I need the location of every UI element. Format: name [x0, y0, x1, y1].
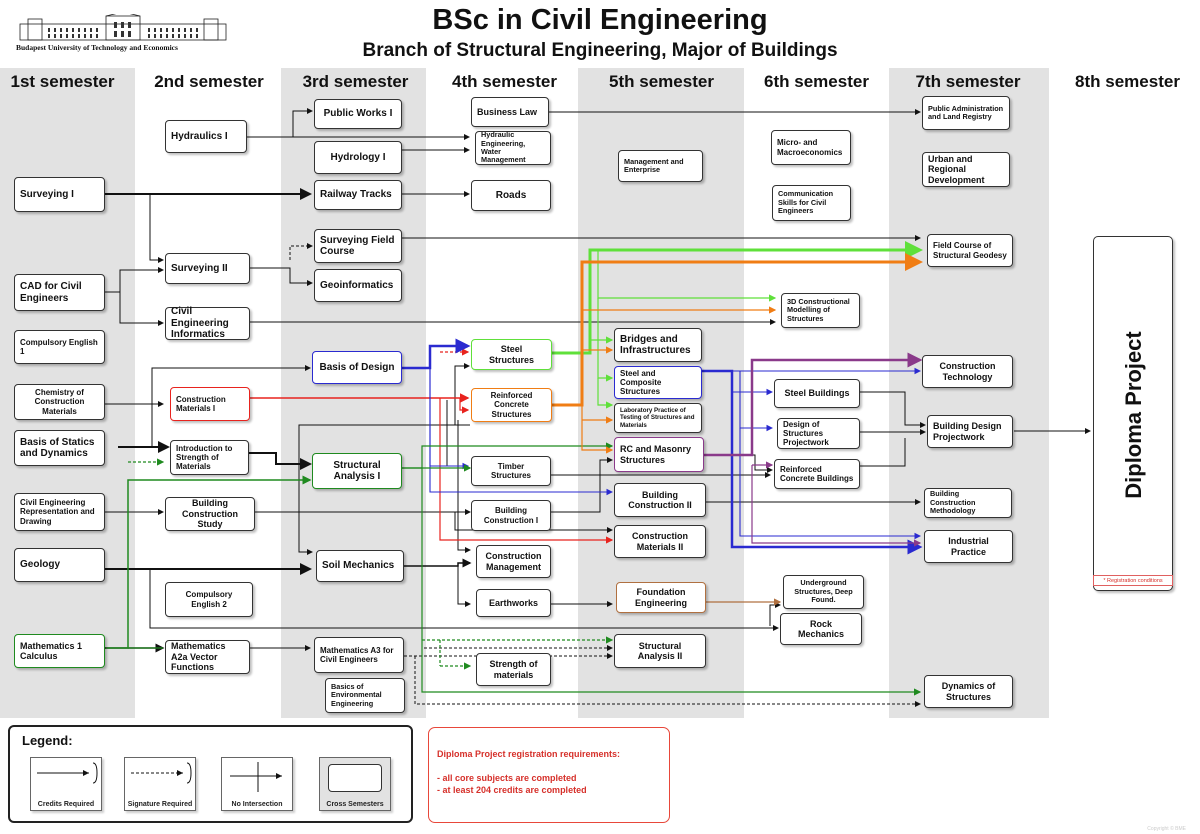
course-lab-practice[interactable]: Laboratory Practice of Testing of Struct… [614, 403, 702, 433]
course-building-construction-2[interactable]: Building Construction II [614, 483, 706, 517]
course-environmental[interactable]: Basics of Environmental Engineering [325, 678, 405, 713]
course-underground[interactable]: Underground Structures, Deep Found. [783, 575, 864, 609]
course-rc-masonry[interactable]: RC and Masonry Structures [614, 437, 704, 472]
diploma-project-label: Diploma Project [1121, 331, 1146, 499]
course-communication[interactable]: Communication Skills for Civil Engineers [772, 185, 851, 221]
semester-heading-8: 8th semester [1075, 72, 1180, 91]
semester-heading-3: 3rd semester [302, 72, 409, 91]
course-business-law[interactable]: Business Law [471, 97, 549, 127]
course-steel-composite[interactable]: Steel and Composite Structures [614, 366, 702, 399]
registration-conditions-note[interactable]: * Registration conditions [1093, 575, 1173, 586]
course-hydraulics[interactable]: Hydraulics I [165, 120, 247, 153]
page-title: BSc in Civil Engineering [432, 4, 768, 36]
requirements-title: Diploma Project registration requirement… [437, 749, 621, 759]
course-math-a3[interactable]: Mathematics A3 for Civil Engineers [314, 637, 404, 673]
course-public-administration[interactable]: Public Administration and Land Registry [922, 96, 1010, 130]
legend-credits-label: Credits Required [37, 801, 95, 808]
course-roads[interactable]: Roads [471, 180, 551, 211]
course-industrial-practice[interactable]: Industrial Practice [924, 530, 1013, 563]
crossing-lines-icon [230, 762, 282, 792]
legend: Legend: Credits Required Signature Requi… [8, 725, 413, 823]
university-logo [19, 14, 227, 41]
requirement-core-subjects: - all core subjects are completed [437, 773, 577, 784]
course-rc-buildings[interactable]: Reinforced Concrete Buildings [774, 459, 860, 489]
course-ce-representation[interactable]: Civil Engineering Representation and Dra… [14, 493, 105, 531]
requirement-credits: - at least 204 credits are completed [437, 785, 587, 796]
course-construction-materials-1[interactable]: Construction Materials I [170, 387, 250, 421]
course-rock-mechanics[interactable]: Rock Mechanics [780, 613, 862, 645]
course-surveying-field[interactable]: Surveying Field Course [314, 229, 402, 263]
legend-signature-required: Signature Required [124, 757, 196, 811]
course-urban[interactable]: Urban and Regional Development [922, 152, 1010, 187]
course-ce-informatics[interactable]: Civil Engineering Informatics [165, 306, 250, 340]
course-diploma-project[interactable]: Diploma Project [1093, 236, 1173, 591]
course-building-construction-study[interactable]: Building Construction Study [165, 497, 255, 531]
course-surveying-2[interactable]: Surveying II [165, 253, 250, 284]
semester-heading-1: 1st semester [10, 72, 115, 91]
course-building-construction-1[interactable]: Building Construction I [471, 500, 551, 531]
semester-heading-7: 7th semester [915, 72, 1021, 91]
course-intro-strength[interactable]: Introduction to Strength of Materials [170, 440, 249, 475]
course-3d-modelling[interactable]: 3D Constructional Modelling of Structure… [781, 293, 860, 328]
course-timber[interactable]: Timber Structures [471, 456, 551, 486]
course-math-a2a[interactable]: Mathematics A2a Vector Functions [165, 640, 250, 674]
course-construction-management[interactable]: Construction Management [476, 545, 551, 578]
course-basis-design[interactable]: Basis of Design [312, 351, 402, 384]
course-construction-materials-2[interactable]: Construction Materials II [614, 525, 706, 558]
legend-title: Legend: [22, 733, 73, 748]
semester-heading-5: 5th semester [609, 72, 714, 91]
course-surveying-1[interactable]: Surveying I [14, 177, 105, 212]
course-steel-structures[interactable]: Steel Structures [471, 339, 552, 370]
course-cad[interactable]: CAD for Civil Engineers [14, 274, 105, 311]
course-earthworks[interactable]: Earthworks [476, 589, 551, 617]
course-math-1[interactable]: Mathematics 1 Calculus [14, 634, 105, 668]
course-micro-macro[interactable]: Micro- and Macroeconomics [771, 130, 851, 165]
course-public-works[interactable]: Public Works I [314, 99, 402, 129]
course-management[interactable]: Management and Enterprise [618, 150, 703, 182]
course-geology[interactable]: Geology [14, 548, 105, 582]
dashed-arrow-icon [131, 762, 192, 784]
course-geoinformatics[interactable]: Geoinformatics [314, 269, 402, 302]
legend-no-intersection: No Intersection [221, 757, 293, 811]
copyright-note: Copyright © BME [1147, 826, 1186, 832]
course-bc-methodology[interactable]: Building Construction Methodology [924, 488, 1012, 518]
page-subtitle: Branch of Structural Engineering, Major … [362, 40, 838, 61]
course-bridges[interactable]: Bridges and Infrastructures [614, 328, 702, 362]
legend-credits-required: Credits Required [30, 757, 102, 811]
course-structural-analysis-2[interactable]: Structural Analysis II [614, 634, 706, 668]
course-field-geodesy[interactable]: Field Course of Structural Geodesy [927, 234, 1013, 267]
course-reinforced-concrete[interactable]: Reinforced Concrete Structures [471, 388, 552, 422]
legend-cross-semesters-label: Cross Semesters [326, 801, 384, 808]
diploma-requirements-box: Diploma Project registration requirement… [428, 727, 670, 823]
course-english-2[interactable]: Compulsory English 2 [165, 582, 253, 617]
course-design-projectwork[interactable]: Design of Structures Projectwork [777, 418, 860, 449]
legend-no-intersection-label: No Intersection [231, 801, 283, 808]
course-soil-mechanics[interactable]: Soil Mechanics [316, 550, 404, 582]
course-hydrology[interactable]: Hydrology I [314, 141, 402, 174]
course-construction-technology[interactable]: Construction Technology [922, 355, 1013, 388]
course-strength-materials[interactable]: Strength of materials [476, 653, 551, 686]
rounded-box-icon [328, 764, 382, 792]
solid-arrow-icon [37, 762, 98, 784]
course-railway[interactable]: Railway Tracks [314, 180, 402, 210]
semester-column-3 [281, 68, 426, 718]
university-name: Budapest University of Technology and Ec… [16, 43, 178, 52]
semester-heading-2: 2nd semester [154, 72, 264, 91]
course-building-design[interactable]: Building Design Projectwork [927, 415, 1013, 448]
legend-signature-label: Signature Required [127, 801, 193, 808]
semester-heading-6: 6th semester [764, 72, 869, 91]
course-english-1[interactable]: Compulsory English 1 [14, 330, 105, 364]
course-steel-buildings[interactable]: Steel Buildings [774, 379, 860, 408]
course-dynamics[interactable]: Dynamics of Structures [924, 675, 1013, 708]
course-chemistry[interactable]: Chemistry of Construction Materials [14, 384, 105, 420]
course-foundation[interactable]: Foundation Engineering [616, 582, 706, 613]
legend-cross-semesters: Cross Semesters [319, 757, 391, 811]
course-hydraulic-engineering[interactable]: Hydraulic Engineering, Water Management [475, 131, 551, 165]
course-statics[interactable]: Basis of Statics and Dynamics [14, 430, 105, 466]
course-structural-analysis-1[interactable]: Structural Analysis I [312, 453, 402, 489]
semester-heading-4: 4th semester [452, 72, 557, 91]
